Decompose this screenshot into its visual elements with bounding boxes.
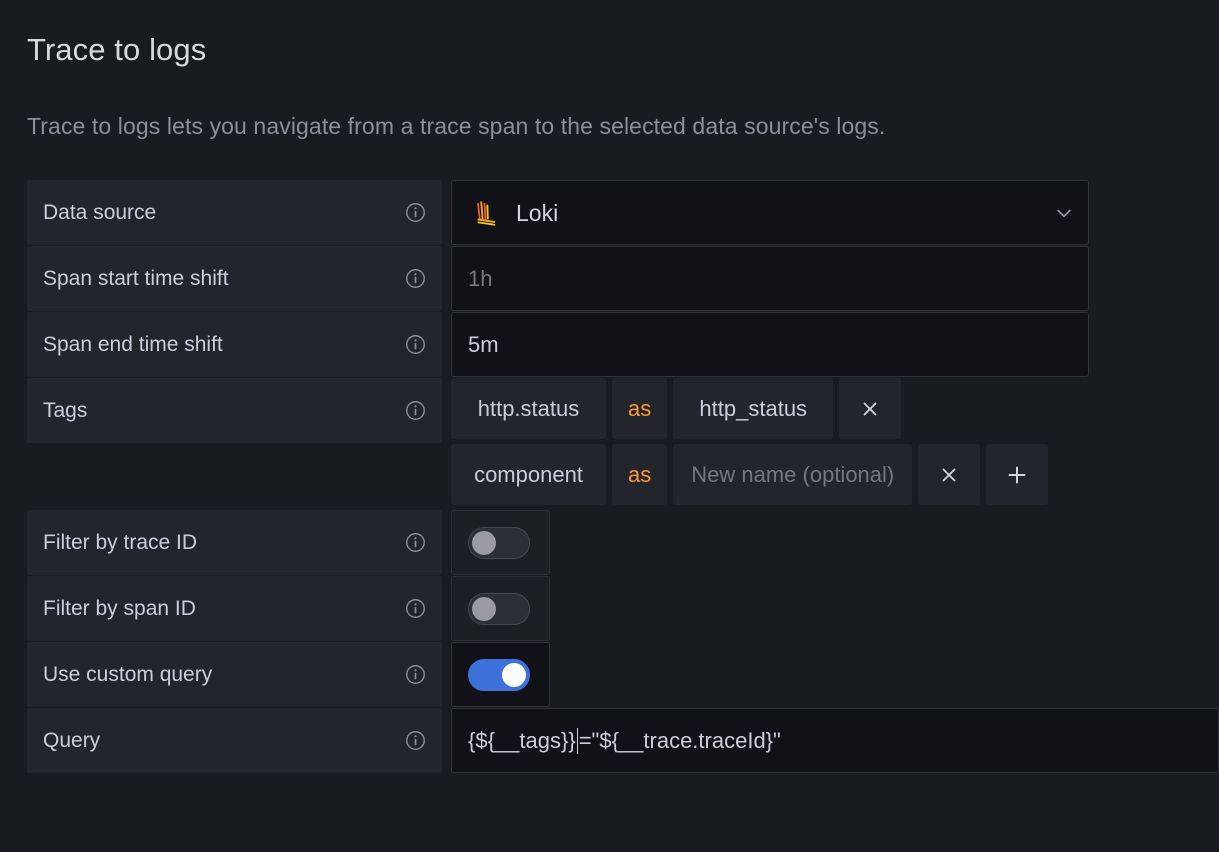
label-cell-span-end-time-shift: Span end time shift <box>27 312 442 377</box>
tag-key-input[interactable]: http.status <box>451 378 606 439</box>
tag-new-name-input[interactable]: http_status <box>673 378 834 439</box>
query-value-after-caret: ="${__trace.traceId}" <box>578 727 781 753</box>
label-cell-filter-by-trace-id: Filter by trace ID <box>27 510 442 575</box>
tag-as-label: as <box>612 444 668 505</box>
label-filter-by-span-id: Filter by span ID <box>43 596 196 620</box>
tag-key-input[interactable]: component <box>451 444 606 505</box>
tag-new-name-value: http_status <box>699 395 808 421</box>
tag-key-value: component <box>474 461 583 487</box>
info-circle-icon[interactable] <box>405 202 426 223</box>
info-circle-icon[interactable] <box>405 334 426 355</box>
label-cell-data-source: Data source <box>27 180 442 245</box>
data-source-selected-value: Loki <box>516 199 559 226</box>
data-source-picker[interactable]: Loki <box>451 180 1089 245</box>
label-cell-query: Query <box>27 708 442 773</box>
label-cell-span-start-time-shift: Span start time shift <box>27 246 442 311</box>
row-query: Query {${__tags}} ="${__trace.traceId}" <box>27 708 1219 773</box>
close-x-icon <box>859 398 881 420</box>
span-end-time-shift-value: 5m <box>468 331 499 357</box>
query-value-before-caret: {${__tags}} <box>468 727 576 753</box>
row-span-start-time-shift: Span start time shift 1h <box>27 246 1219 311</box>
info-circle-icon[interactable] <box>405 268 426 289</box>
tag-remove-button[interactable] <box>918 444 981 505</box>
trace-to-logs-form: Data source <box>27 180 1219 774</box>
label-use-custom-query: Use custom query <box>43 662 213 686</box>
use-custom-query-toggle[interactable] <box>468 658 530 691</box>
filter-by-span-id-toggle[interactable] <box>468 592 530 625</box>
span-start-time-shift-placeholder: 1h <box>468 265 493 291</box>
tag-as-label: as <box>612 378 668 439</box>
info-circle-icon[interactable] <box>405 532 426 553</box>
info-circle-icon[interactable] <box>405 598 426 619</box>
close-x-icon <box>938 464 960 486</box>
label-tags: Tags <box>43 398 88 422</box>
label-span-start-time-shift: Span start time shift <box>43 266 229 290</box>
page-description: Trace to logs lets you navigate from a t… <box>27 113 886 139</box>
tag-new-name-input[interactable]: New name (optional) <box>673 444 913 505</box>
row-tags-additional: component as New name (optional) <box>27 444 1219 509</box>
row-span-end-time-shift: Span end time shift 5m <box>27 312 1219 377</box>
label-filter-by-trace-id: Filter by trace ID <box>43 530 198 554</box>
label-query: Query <box>43 728 101 752</box>
row-tags: Tags http.status as http_status <box>27 378 1219 443</box>
label-span-end-time-shift: Span end time shift <box>43 332 223 356</box>
toggle-knob <box>502 662 526 687</box>
label-cell-spacer <box>27 444 442 509</box>
chevron-down-icon[interactable] <box>1054 203 1074 223</box>
use-custom-query-toggle-cell[interactable] <box>451 642 550 707</box>
toggle-knob <box>472 530 496 555</box>
row-filter-by-trace-id: Filter by trace ID <box>27 510 1219 575</box>
label-cell-use-custom-query: Use custom query <box>27 642 442 707</box>
row-filter-by-span-id: Filter by span ID <box>27 576 1219 641</box>
loki-logo-icon <box>470 198 500 228</box>
tag-new-name-placeholder: New name (optional) <box>691 461 895 487</box>
label-cell-filter-by-span-id: Filter by span ID <box>27 576 442 641</box>
toggle-knob <box>472 596 496 621</box>
tag-add-button[interactable] <box>986 444 1049 505</box>
info-circle-icon[interactable] <box>405 400 426 421</box>
info-circle-icon[interactable] <box>405 664 426 685</box>
query-input[interactable]: {${__tags}} ="${__trace.traceId}" <box>451 708 1219 773</box>
info-circle-icon[interactable] <box>405 730 426 751</box>
row-use-custom-query: Use custom query <box>27 642 1219 707</box>
filter-by-trace-id-toggle[interactable] <box>468 526 530 559</box>
filter-by-trace-id-toggle-cell[interactable] <box>451 510 550 575</box>
filter-by-span-id-toggle-cell[interactable] <box>451 576 550 641</box>
span-end-time-shift-input[interactable]: 5m <box>451 312 1089 377</box>
plus-icon <box>1005 463 1029 487</box>
text-caret <box>576 727 578 754</box>
label-cell-tags: Tags <box>27 378 442 443</box>
label-data-source: Data source <box>43 200 157 224</box>
span-start-time-shift-input[interactable]: 1h <box>451 246 1089 311</box>
tag-remove-button[interactable] <box>839 378 902 439</box>
row-data-source: Data source <box>27 180 1219 245</box>
tag-key-value: http.status <box>477 395 580 421</box>
page-title: Trace to logs <box>27 32 207 67</box>
